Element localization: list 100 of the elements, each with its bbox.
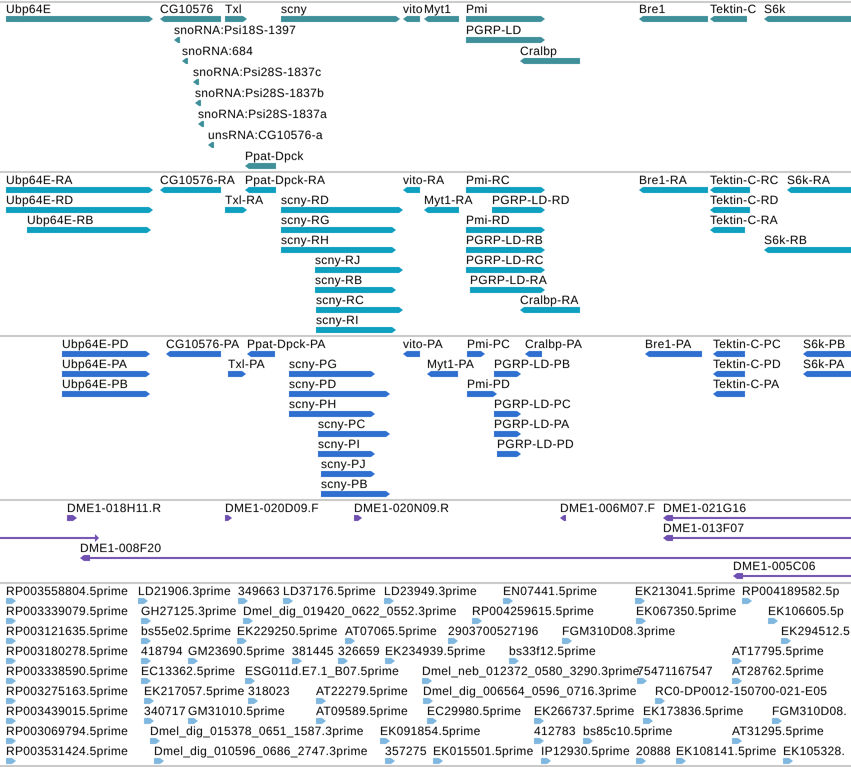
feature-label: scny-PD	[289, 377, 338, 391]
feature-label: 349663	[238, 584, 280, 598]
feature-label: Ppat-Dpck-RA	[245, 173, 326, 187]
feature-label: EK173836.5prime	[643, 704, 744, 718]
feature-label: Ubp64E-RB	[27, 213, 95, 227]
feature-label: Pmi	[466, 2, 489, 16]
feature-label: Myt1-PA	[427, 357, 474, 371]
feature-label: scny-PC	[318, 417, 366, 431]
feature-label: scny	[281, 2, 308, 16]
feature-label: scny-PG	[289, 357, 338, 371]
feature-label: FGM310D08.3prime	[562, 624, 676, 638]
feature-label: snoRNA:Psi28S-1837a	[198, 107, 328, 121]
feature-label: Pmi-RC	[466, 173, 511, 187]
feature-label: PGRP-LD-PD	[497, 437, 574, 451]
feature-label: EK091854.5prime	[380, 724, 481, 738]
feature-label: 318023	[248, 684, 290, 698]
feature-label: AT17795.5prime	[732, 644, 824, 658]
feature-label: Pmi-PC	[467, 337, 510, 351]
feature-label: AT31295.5prime	[732, 724, 824, 738]
feature-label: PGRP-LD-RC	[466, 253, 545, 267]
feature-label: RP003069794.5prime	[6, 724, 128, 738]
feature-label: DME1-013F07	[663, 521, 746, 535]
feature-label: scny-RD	[281, 193, 330, 207]
feature-label: LD37176.5prime	[283, 584, 376, 598]
feature-label: Ubp64E-RD	[6, 193, 74, 207]
feature-label: GM23690.5prime	[188, 644, 285, 658]
feature-label: Cralbp	[520, 44, 558, 58]
feature-label: EN07441.5prime	[503, 584, 598, 598]
feature-label: DME1-005C06	[733, 559, 817, 573]
feature-label: RP003339079.5prime	[6, 604, 128, 618]
feature-label: Ubp64E-RA	[6, 173, 74, 187]
feature-label: AT28762.5prime	[732, 664, 824, 678]
feature-label: 326659	[338, 644, 380, 658]
feature-label: PGRP-LD	[466, 23, 522, 37]
feature-label: AT09589.5prime	[316, 704, 408, 718]
feature-label: Cralbp-RA	[520, 293, 580, 307]
feature-label: LD21906.3prime	[138, 584, 231, 598]
feature-label: Bre1-RA	[639, 173, 688, 187]
feature-label: AT22279.5prime	[316, 684, 408, 698]
feature-label: scny-PJ	[321, 457, 367, 471]
feature-label: Txl	[225, 2, 243, 16]
feature-label: vito	[403, 2, 423, 16]
feature-label: Bre1-PA	[645, 337, 693, 351]
feature-label: EK294512.5	[781, 624, 850, 638]
feature-label: Ubp64E-PB	[62, 377, 130, 391]
feature-label: vito-PA	[403, 337, 443, 351]
feature-label: 340717	[144, 704, 186, 718]
feature-label: S6k-RA	[787, 173, 832, 187]
feature-label: Bre1	[639, 2, 667, 16]
feature-label: RP004189582.5p	[742, 584, 840, 598]
feature-label: EK229250.5prime	[237, 624, 338, 638]
feature-label: 418794	[141, 644, 183, 658]
feature-label: S6k-PA	[803, 357, 846, 371]
feature-label: 2903700527196	[448, 624, 539, 638]
feature-label: AT07065.5prime	[345, 624, 438, 638]
feature-label: 381445	[292, 644, 334, 658]
feature-label: Txl-RA	[225, 193, 264, 207]
feature-label: CG10576-PA	[166, 337, 240, 351]
feature-label: Tektin-C-PA	[713, 377, 780, 391]
feature-label: Dmel_dig_010596_0686_2747.3prime	[154, 744, 368, 758]
feature-label: PGRP-LD-RA	[470, 273, 548, 287]
feature-label: bs85c10.5prime	[583, 724, 673, 738]
feature-label: IP12930.5prime	[541, 744, 630, 758]
feature-label: Ubp64E	[6, 2, 52, 16]
feature-label: EC29980.5prime	[427, 704, 522, 718]
feature-label: scny-PH	[289, 397, 338, 411]
feature-label: CG10576	[160, 2, 214, 16]
feature-label: S6k-RB	[764, 233, 808, 247]
feature-label: snoRNA:Psi28S-1837b	[195, 86, 324, 100]
feature-label: Dmel_dig_006564_0596_0716.3prime	[423, 684, 637, 698]
feature-label: 357275	[385, 744, 427, 758]
feature-label: Myt1-RA	[424, 193, 473, 207]
feature-label: 75471167547	[637, 664, 713, 678]
feature-label: bs55e02.5prime	[141, 624, 232, 638]
feature-label: DME1-018H11.R	[67, 501, 162, 515]
feature-label: Ppat-Dpck	[245, 149, 304, 163]
feature-label: Ubp64E-PA	[62, 357, 128, 371]
feature-label: scny-PB	[321, 477, 369, 491]
feature-label: RC0-DP0012-150700-021-E05	[655, 684, 828, 698]
feature-label: EK266737.5prime	[534, 704, 635, 718]
feature-label: Txl-PA	[228, 357, 265, 371]
feature-label: DME1-021G16	[663, 501, 748, 515]
feature-label: RP003275163.5prime	[6, 684, 128, 698]
feature-label: Dmel_dig_015378_0651_1587.3prime	[150, 724, 364, 738]
feature-label: CG10576-RA	[160, 173, 236, 187]
feature-label: 412783	[534, 724, 576, 738]
feature-label: EC13362.5prime	[141, 664, 236, 678]
feature-label: EK106605.5p	[768, 604, 844, 618]
feature-label: EK213041.5prime	[635, 584, 736, 598]
feature-label: snoRNA:684	[182, 44, 254, 58]
feature-label: LD23949.3prime	[384, 584, 477, 598]
feature-label: unsRNA:CG10576-a	[208, 128, 323, 142]
feature-label: RP003338590.5prime	[6, 664, 128, 678]
feature-label: EK105328.	[783, 744, 846, 758]
feature-label: GM31010.5prime	[188, 704, 285, 718]
feature-label: PGRP-LD-PB	[494, 357, 570, 371]
feature-label: RP003180278.5prime	[6, 644, 128, 658]
feature-label: snoRNA:Psi18S-1397	[174, 23, 296, 37]
feature-label: RP003121635.5prime	[6, 624, 128, 638]
feature-label: EK067350.5prime	[636, 604, 737, 618]
